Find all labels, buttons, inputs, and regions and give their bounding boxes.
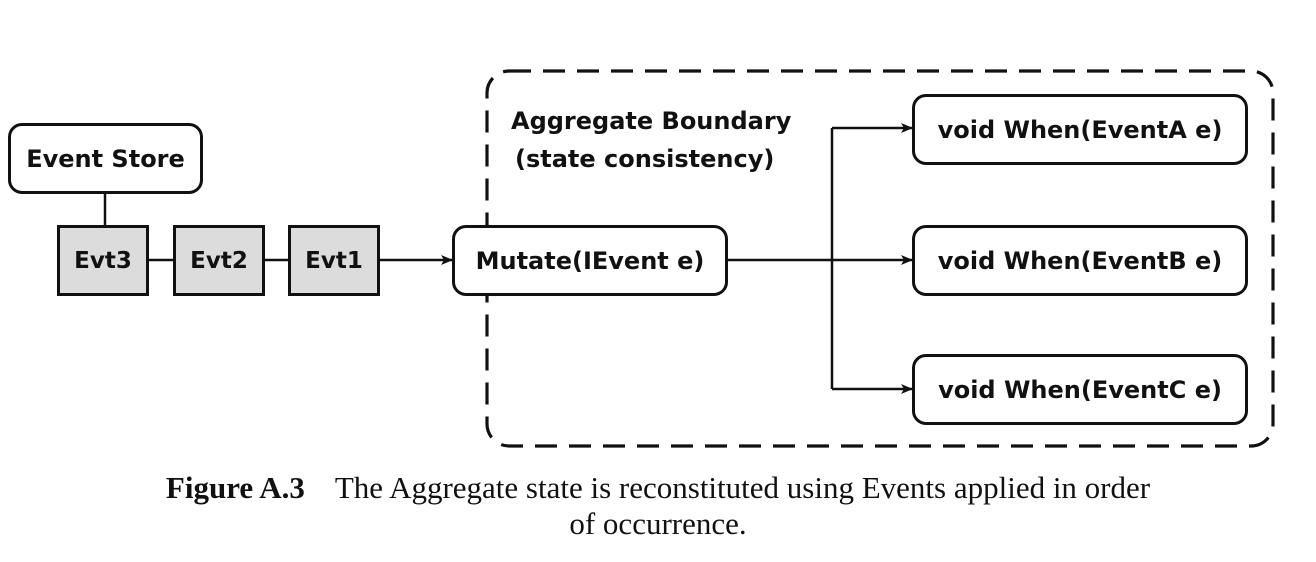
event-store-box: Event Store: [8, 123, 203, 194]
boundary-label-line2: (state consistency): [515, 145, 775, 173]
figure-caption: Figure A.3 The Aggregate state is reconst…: [0, 470, 1316, 542]
mutate-box: Mutate(IEvent e): [452, 225, 728, 296]
event-box-evt3: Evt3: [57, 225, 149, 296]
handler-box-eventb: void When(EventB e): [912, 225, 1248, 296]
boundary-label: Aggregate Boundary (state consistency): [511, 102, 791, 178]
handler-box-eventc: void When(EventC e): [912, 354, 1248, 425]
event-box-evt2: Evt2: [173, 225, 265, 296]
caption-line1: Figure A.3 The Aggregate state is reconst…: [0, 470, 1316, 506]
caption-text-line2: of occurrence.: [569, 506, 747, 541]
boundary-label-line1: Aggregate Boundary: [511, 107, 792, 135]
handler-box-eventa: void When(EventA e): [912, 94, 1248, 165]
event-box-evt1: Evt1: [288, 225, 380, 296]
caption-text-line1: The Aggregate state is reconstituted usi…: [334, 470, 1151, 505]
caption-label: Figure A.3: [165, 470, 305, 505]
